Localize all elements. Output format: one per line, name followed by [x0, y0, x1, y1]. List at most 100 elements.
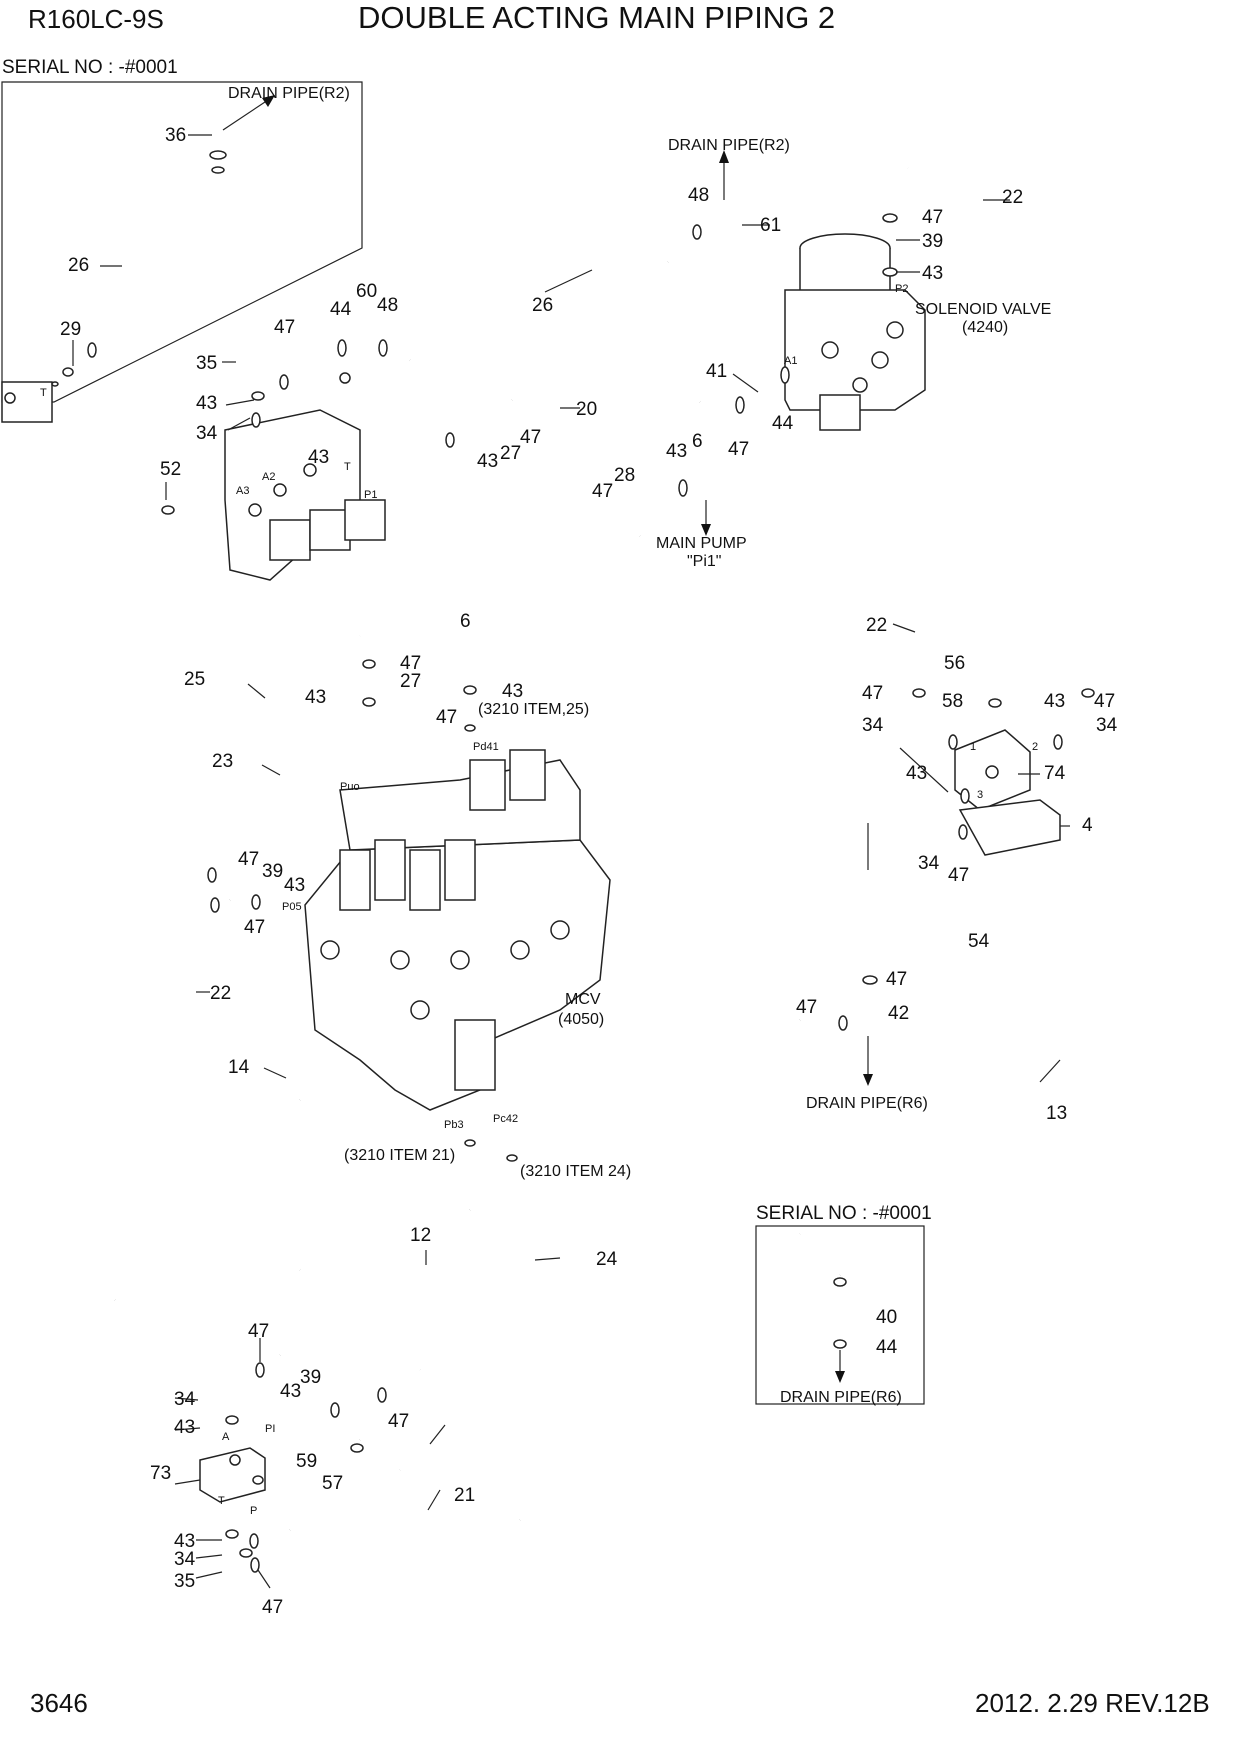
callout: 47: [862, 683, 884, 704]
callout: 29: [60, 319, 82, 340]
callout: 43: [284, 875, 306, 896]
callout: 39: [922, 231, 944, 252]
note-drain-r2-main: DRAIN PIPE(R2): [668, 137, 790, 154]
callout: 43: [922, 263, 944, 284]
page-title: DOUBLE ACTING MAIN PIPING 2: [358, 0, 836, 35]
callout: 39: [262, 861, 284, 882]
callout: 47: [244, 917, 266, 938]
callout: 56: [944, 653, 966, 674]
callout: 44: [876, 1337, 898, 1358]
callout: 43: [280, 1381, 302, 1402]
port-p2: P2: [895, 283, 909, 295]
inset-serial-top-left: SERIAL NO : -#0001: [2, 57, 178, 78]
callout: 43: [174, 1531, 196, 1552]
callout: 22: [210, 983, 232, 1004]
callout: 4: [1082, 815, 1093, 836]
hoses: [83, 166, 1167, 1633]
callout: 20: [576, 399, 598, 420]
port-pi-low: PI: [265, 1423, 276, 1435]
mcv-4050: [304, 749, 611, 1111]
callout: 43: [477, 451, 499, 472]
callout: 47: [796, 997, 818, 1018]
callout: 47: [388, 1411, 410, 1432]
port-3: 3: [977, 789, 984, 801]
callout: 21: [454, 1485, 476, 1506]
solenoid-valve-4240: [784, 233, 926, 431]
note-solenoid-valve-code: (4240): [962, 319, 1009, 336]
port-pd41: Pd41: [473, 741, 499, 753]
note-main-pump-port: "Pi1": [687, 553, 722, 570]
inset-frame-bottom-right: [755, 1225, 925, 1405]
port-a1: A1: [784, 355, 798, 367]
callout: 57: [322, 1473, 344, 1494]
callout: 12: [410, 1225, 432, 1246]
callout: 48: [377, 295, 399, 316]
fittings: [51, 150, 1095, 1573]
block-74: [954, 729, 1031, 811]
callout: 47: [592, 481, 614, 502]
callout: 54: [968, 931, 990, 952]
callout: 43: [502, 681, 524, 702]
port-puo: Puo: [340, 781, 360, 793]
note-main-pump: MAIN PUMP: [656, 535, 747, 552]
callout: 52: [160, 459, 182, 480]
callout: 34: [196, 423, 218, 444]
callout: 47: [436, 707, 458, 728]
port-pc42: Pc42: [493, 1113, 519, 1125]
port-t-block: T: [344, 461, 351, 473]
callout: 34: [174, 1389, 196, 1410]
inset-serial-bottom-right: SERIAL NO : -#0001: [756, 1203, 932, 1224]
callout: 43: [308, 447, 330, 468]
leader-lines: [72, 134, 1070, 1589]
solenoid-block-left: [224, 409, 386, 581]
callout: 23: [212, 751, 234, 772]
callout: 43: [666, 441, 688, 462]
model-label: R160LC-9S: [28, 4, 164, 34]
callout: 42: [888, 1003, 910, 1024]
callout: 6: [692, 431, 703, 452]
callout: 22: [866, 615, 888, 636]
callout: 28: [614, 465, 636, 486]
callout: 22: [1002, 187, 1024, 208]
callout: 47: [728, 439, 750, 460]
callout: 43: [906, 763, 928, 784]
callout: 43: [174, 1417, 196, 1438]
note-drain-r6-inset: DRAIN PIPE(R6): [780, 1389, 902, 1406]
callout: 48: [688, 185, 710, 206]
port-2: 2: [1032, 741, 1039, 753]
note-solenoid-valve: SOLENOID VALVE: [915, 301, 1052, 318]
block-73: [199, 1447, 266, 1503]
callout: 43: [196, 393, 218, 414]
callout: 39: [300, 1367, 322, 1388]
callout: 24: [596, 1249, 618, 1270]
note-item-25: (3210 ITEM,25): [478, 701, 590, 718]
callout: 26: [532, 295, 554, 316]
callout: 61: [760, 215, 782, 236]
callout: 44: [330, 299, 352, 320]
callout: 27: [400, 671, 422, 692]
port-1: 1: [970, 741, 977, 753]
callout: 6: [460, 611, 471, 632]
callout: 34: [174, 1549, 196, 1570]
port-a3: A3: [236, 485, 250, 497]
callout: 25: [184, 669, 206, 690]
port-p05: P05: [282, 901, 302, 913]
callout: 26: [68, 255, 90, 276]
callout: 27: [500, 443, 522, 464]
flow-arrows: [222, 95, 873, 1383]
callout: 13: [1046, 1103, 1068, 1124]
note-drain-r2-inset: DRAIN PIPE(R2): [228, 85, 350, 102]
callout: 41: [706, 361, 728, 382]
callout: 34: [862, 715, 884, 736]
callout: 44: [772, 413, 794, 434]
revision-label: 2012. 2.29 REV.12B: [975, 1688, 1210, 1718]
port-pb3: Pb3: [444, 1119, 464, 1131]
callout: 47: [922, 207, 944, 228]
inset-frame-top-left: [1, 81, 363, 403]
callout: 59: [296, 1451, 318, 1472]
callout: 40: [876, 1307, 898, 1328]
callout: 36: [165, 125, 187, 146]
callout: 47: [400, 653, 422, 674]
port-a2: A2: [262, 471, 276, 483]
